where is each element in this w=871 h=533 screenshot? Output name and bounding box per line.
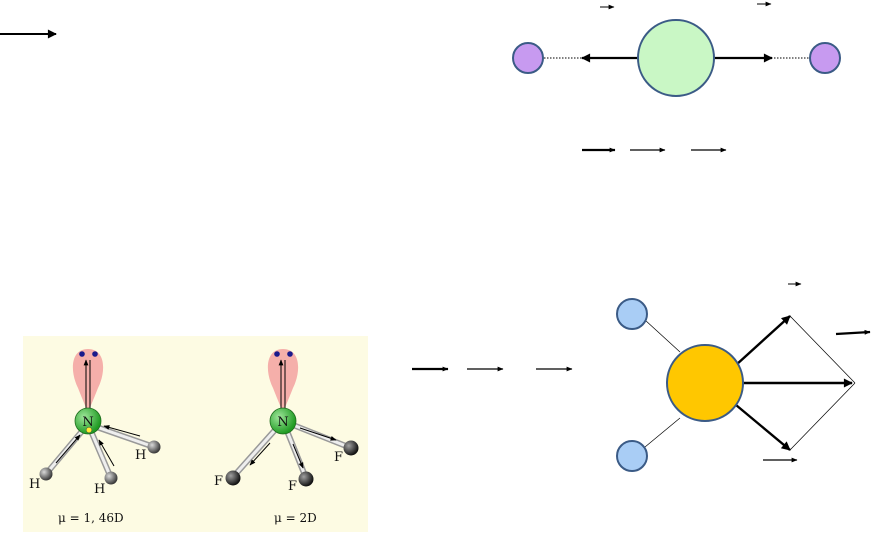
vector-arrow-icon: [835, 329, 871, 336]
hydrogen-atom: [39, 467, 53, 481]
bond-upper: [644, 319, 681, 353]
bond-lower: [644, 417, 681, 448]
molecule-panel: N H H H μ = 1, 46D: [23, 336, 368, 532]
lone-pair-orbital: [267, 349, 299, 412]
nonbonding-marker: [85, 426, 93, 434]
bond-dipole-arrow: [98, 439, 115, 467]
nh3-molecule: N H H H μ = 1, 46D: [29, 349, 161, 525]
nitrogen-atom: [74, 407, 102, 435]
dipole-moment-text: μ = 1, 46D: [58, 511, 124, 525]
fluorine-label: F: [214, 474, 223, 489]
bent-molecule: [616, 281, 871, 472]
nitrogen-label: N: [277, 415, 288, 430]
terminal-atom-left: [512, 42, 544, 74]
hydrogen-atom: [147, 440, 161, 454]
central-atom: [666, 344, 744, 422]
parallelogram-line: [789, 382, 856, 451]
lone-pair-electron: [79, 351, 85, 357]
hydrogen-label: H: [94, 482, 105, 497]
fluorine-atom: [343, 440, 359, 456]
dipole-moment-text: μ = 2D: [274, 511, 317, 525]
bond-dipole-arrow: [55, 434, 81, 464]
bond-dipole-arrow: [292, 443, 304, 469]
bond-dipole-arrow: [103, 425, 141, 437]
nf3-molecule: N F F F μ = 2D: [214, 349, 359, 525]
lone-pair-orbital: [72, 349, 104, 412]
nitrogen-atom: [269, 407, 297, 435]
bond-dipole-arrow: [249, 442, 271, 466]
dipole-arrow-lower: [735, 404, 791, 451]
hydrogen-label: H: [135, 448, 146, 463]
hydrogen-label: H: [29, 477, 40, 492]
hydrogen-atom: [104, 471, 118, 485]
lone-pair-electron: [92, 351, 98, 357]
fluorine-atom: [225, 470, 241, 486]
central-atom: [637, 19, 715, 97]
dipole-arrow-upper: [735, 315, 791, 366]
fluorine-atom: [298, 471, 314, 487]
nitrogen-label: N: [82, 415, 93, 430]
linear-molecule: [512, 1, 841, 97]
lone-pair-electron: [274, 351, 280, 357]
terminal-atom-right: [809, 42, 841, 74]
fluorine-label: F: [288, 479, 297, 494]
terminal-atom-upper: [616, 298, 648, 330]
bond-dipole-arrow: [299, 427, 337, 441]
parallelogram-line: [789, 315, 856, 384]
lone-pair-electron: [287, 351, 293, 357]
terminal-atom-lower: [616, 440, 648, 472]
fluorine-label: F: [334, 450, 343, 465]
